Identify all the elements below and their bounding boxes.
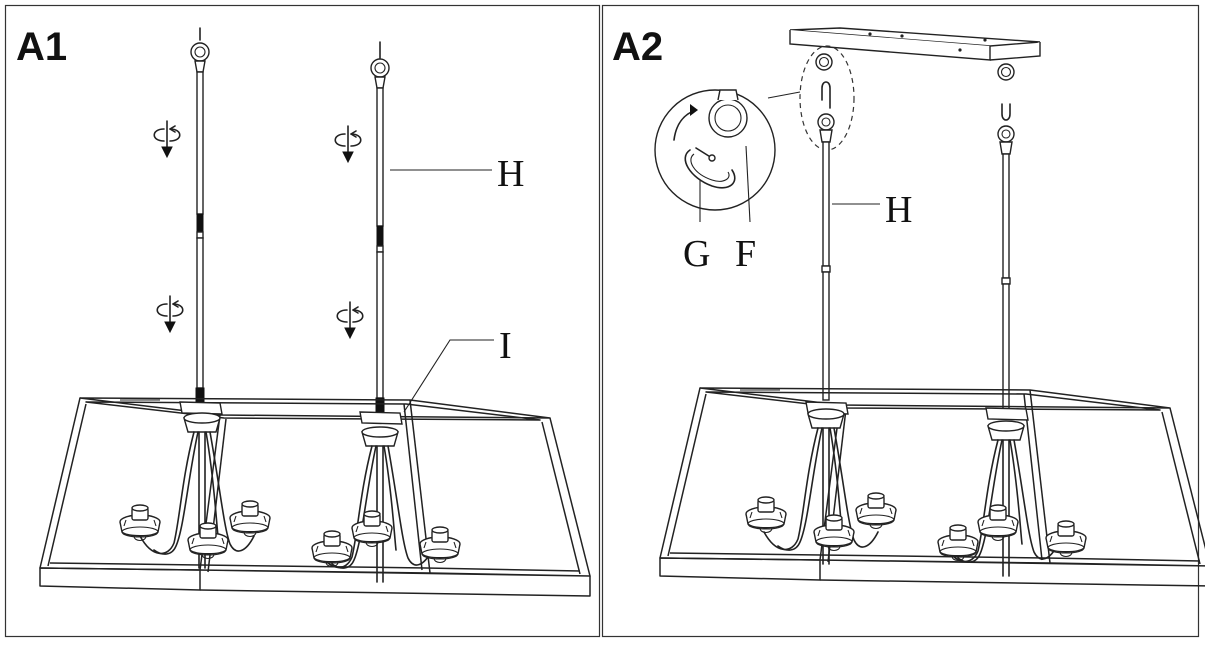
socket	[813, 514, 855, 552]
lantern-frame-a2	[659, 387, 1205, 587]
panel-a1-title: A1	[16, 25, 67, 69]
detail-magnified	[654, 89, 801, 223]
panel-a2-border	[601, 4, 1200, 638]
rod-right-a2	[997, 103, 1015, 413]
socket	[229, 500, 271, 538]
rotate-screw-icon	[336, 301, 364, 339]
rotate-screw-icon	[156, 295, 184, 333]
rotate-screw-icon	[334, 125, 362, 163]
socket	[311, 530, 353, 568]
callout-i: I	[499, 325, 512, 367]
socket	[937, 524, 979, 562]
lantern-frame-a1	[39, 397, 591, 597]
callout-g: G	[683, 233, 710, 275]
panel-a2: A2	[612, 25, 1205, 587]
socket	[745, 496, 787, 534]
rod-left	[153, 27, 210, 403]
callout-h-a2: H	[885, 189, 912, 231]
callout-h: H	[497, 153, 524, 195]
rod-left-a2	[817, 81, 835, 401]
rotate-arrow-icon	[690, 104, 698, 116]
panel-a2-title: A2	[612, 25, 663, 69]
panel-a1-border	[4, 4, 601, 638]
callout-f: F	[735, 233, 756, 275]
socket	[187, 522, 229, 560]
socket	[119, 504, 161, 542]
rod-right	[334, 41, 390, 415]
socket	[855, 492, 897, 530]
panel-a1: A1	[16, 25, 591, 597]
ceiling-mounting-bar	[789, 27, 1041, 81]
socket	[1045, 520, 1087, 558]
rotate-screw-icon	[153, 120, 181, 158]
